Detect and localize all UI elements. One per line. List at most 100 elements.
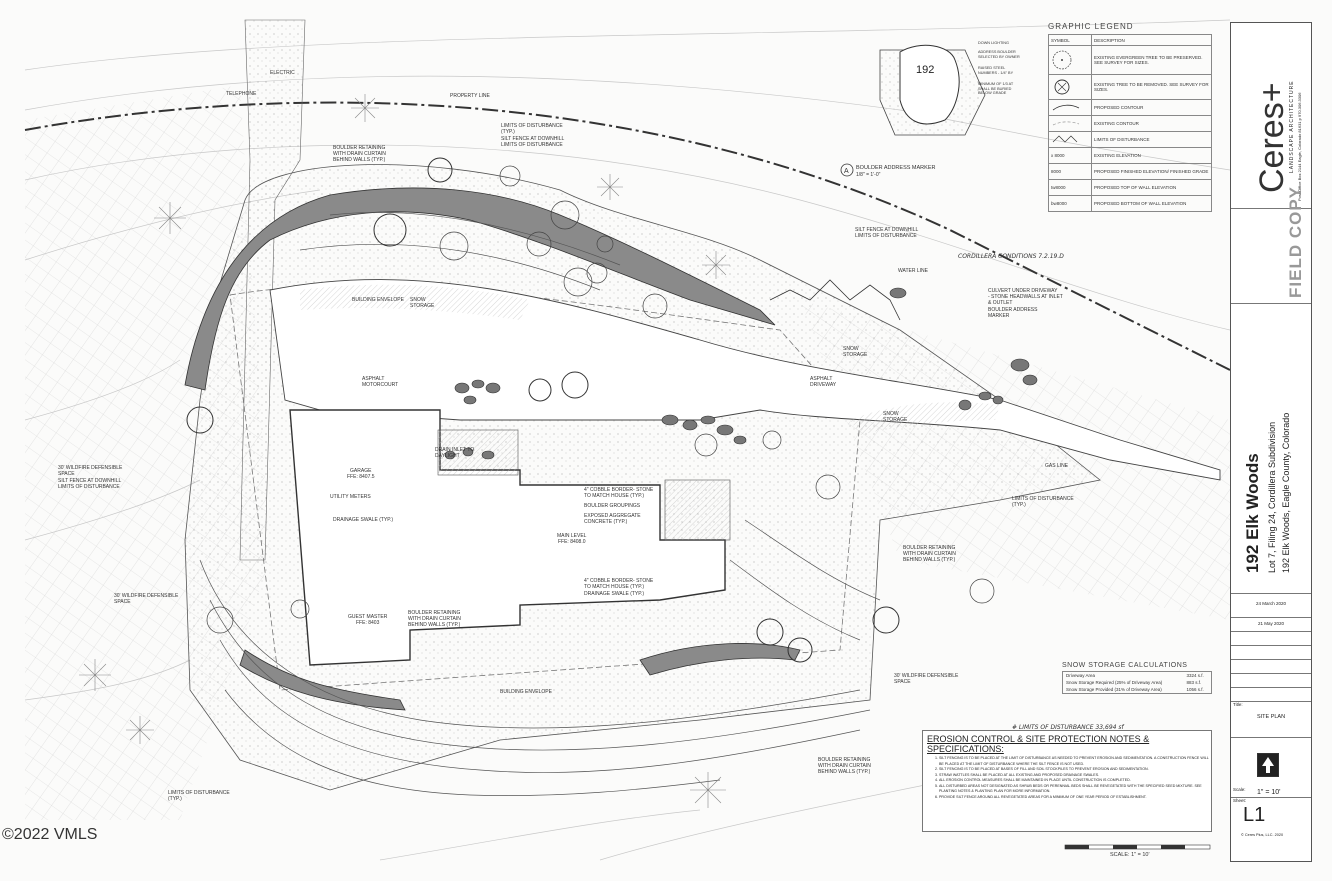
label-main-level: MAIN LEVEL FFE: 8408.0	[557, 533, 587, 545]
project-location: 192 Elk Woods, Eagle County, Colorado	[1281, 412, 1291, 573]
label-snow-storage-2: SNOW STORAGE	[843, 346, 868, 358]
existing-evergreens	[79, 94, 730, 808]
label-exposed-agg: EXPOSED AGGREGATE CONCRETE (TYP.)	[584, 513, 641, 525]
sheet-number-row: Sheet: L1 © Ceres Plus, LLC. 2020	[1231, 797, 1311, 861]
legend-row: EXISTING TREE TO BE REMOVED. SEE SURVEY …	[1048, 74, 1212, 100]
erosion-item: ALL EROSION CONTROL MEASURES SHALL BE MA…	[939, 778, 1211, 784]
label-silt-fence-2: SILT FENCE AT DOWNHILL LIMITS OF DISTURB…	[855, 227, 919, 239]
label-limits-3: LIMITS OF DISTURBANCE (TYP.)	[168, 790, 230, 802]
hand-note-disturbance: # LIMITS OF DISTURBANCE 33,694 sf	[1012, 724, 1124, 731]
label-wildfire-2: 30' WILDFIRE DEFENSIBLE SPACE	[114, 593, 179, 605]
snow-value: 1056 s.f.	[1186, 687, 1204, 692]
legend-col-symbol: SYMBOL	[1048, 34, 1092, 46]
label-asphalt-drive: ASPHALT DRIVEWAY	[810, 376, 837, 388]
erosion-control-notes: EROSION CONTROL & SITE PROTECTION NOTES …	[922, 730, 1212, 832]
legend-symbol: tw8000	[1048, 179, 1092, 196]
legend-symbol: 8000	[1048, 163, 1092, 180]
label-silt-fence-1: SILT FENCE AT DOWNHILL LIMITS OF DISTURB…	[501, 136, 565, 148]
revision-row	[1231, 659, 1311, 674]
erosion-item: SILT FENCING IS TO BE PLACED AT THE LIMI…	[939, 756, 1211, 767]
date-row-1: 24 March 2020	[1231, 593, 1311, 618]
existing-contour-icon	[1048, 115, 1092, 132]
erosion-item: STRAW WATTLES SHALL BE PLACED AT ALL EXI…	[939, 773, 1211, 779]
north-arrow-row: Scale: 1" = 10'	[1231, 737, 1311, 798]
legend-desc: LIMITS OF DISTURBANCE	[1091, 131, 1212, 148]
legend-desc: EXISTING ELEVATION	[1091, 147, 1212, 164]
legend-desc: EXISTING EVERGREEN TREE TO BE PRESERVED.…	[1091, 45, 1212, 75]
boulder-marker-detail: A	[840, 44, 986, 177]
scale-bar-graphic	[1064, 844, 1211, 850]
copyright: © Ceres Plus, LLC. 2020	[1241, 833, 1284, 837]
erosion-item: PROVIDE SILT FENCE AROUND ALL REVEGETATE…	[939, 795, 1211, 801]
disturbance-limit-line	[769, 279, 901, 321]
label-boulder-retaining-2: BOULDER RETAINING WITH DRAIN CURTAIN BEH…	[408, 610, 461, 628]
title-block: Ceres+ LANDSCAPE ARCHITECTURE Post Offic…	[1230, 22, 1312, 862]
snow-label: Snow Storage Provided (31% of Driveway A…	[1066, 687, 1162, 692]
label-building-envelope-2: BUILDING ENVELOPE	[500, 689, 552, 695]
legend-symbol: bw8000	[1048, 195, 1092, 212]
label-guest-master: GUEST MASTER FFE: 8403	[348, 614, 388, 626]
site-plan-drawing: A	[24, 19, 1230, 861]
legend-desc: PROPOSED BOTTOM OF WALL ELEVATION	[1091, 195, 1212, 212]
firm-panel: Ceres+ LANDSCAPE ARCHITECTURE Post Offic…	[1231, 23, 1311, 209]
revision-row	[1231, 673, 1311, 688]
snow-row: Snow Storage Provided (31% of Driveway A…	[1063, 686, 1212, 694]
project-panel: 192 Elk Woods Lot 7, Filing 24, Cordille…	[1231, 303, 1311, 594]
scale-label: Scale:	[1233, 787, 1246, 792]
snow-label: Snow Storage Required (25% of Driveway A…	[1066, 680, 1163, 685]
label-wildfire-3: 30' WILDFIRE DEFENSIBLE SPACE	[894, 673, 959, 685]
label-water-line: WATER LINE	[898, 268, 929, 274]
legend-desc: EXISTING CONTOUR	[1091, 115, 1212, 132]
label-snow-storage-3: SNOW STORAGE	[883, 411, 908, 423]
snow-row: Snow Storage Required (25% of Driveway A…	[1063, 679, 1212, 686]
erosion-item: SILT FENCING IS TO BE PLACED AT BASES OF…	[939, 767, 1211, 773]
legend-row: PROPOSED CONTOUR	[1048, 99, 1212, 116]
snow-storage-hatch-1	[300, 284, 530, 320]
legend-desc: PROPOSED TOP OF WALL ELEVATION	[1091, 179, 1212, 196]
label-gas-line: GAS LINE	[1045, 463, 1069, 469]
label-drain-inlet: DRAIN INLET TO DAYLIGHT	[435, 447, 475, 459]
date-row-2: 21 May 2020	[1231, 617, 1311, 632]
label-boulder-retaining-1: BOULDER RETAINING WITH DRAIN CURTAIN BEH…	[333, 145, 386, 163]
legend-row: x 8000 EXISTING ELEVATION	[1048, 147, 1212, 164]
boulder-marker-note-4: MINIMUM OF 1/3 AT SHALL BE BURIED BELOW …	[978, 82, 1014, 95]
label-cobble-border: 4" COBBLE BORDER- STONE TO MATCH HOUSE (…	[584, 487, 654, 499]
sheet-scale: 1" = 10'	[1257, 789, 1281, 796]
label-boulder-retaining-4: BOULDER RETAINING WITH DRAIN CURTAIN BEH…	[903, 545, 956, 563]
boulder-marker-scale: 1/8" = 1'-0"	[856, 172, 881, 178]
sheet-label: Sheet:	[1233, 798, 1247, 803]
boulder-marker-note-2: ADDRESS BOULDER SELECTED BY OWNER	[978, 50, 1020, 59]
label-utility-meters: UTILITY METERS	[330, 494, 371, 500]
snow-storage-title: SNOW STORAGE CALCULATIONS	[1062, 662, 1188, 669]
existing-contours	[24, 19, 1230, 861]
sheet-title: SITE PLAN	[1256, 714, 1286, 720]
label-garage: GARAGE FFE: 8407.5	[347, 468, 375, 480]
label-limits-2: LIMITS OF DISTURBANCE (TYP.)	[1012, 496, 1074, 508]
date-2: 21 May 2020	[1257, 621, 1285, 626]
label-limits-1: LIMITS OF DISTURBANCE (TYP.)	[501, 123, 563, 135]
erosion-list: SILT FENCING IS TO BE PLACED AT THE LIMI…	[923, 756, 1211, 800]
label-snow-storage-1: SNOW STORAGE	[410, 297, 435, 309]
boulder-marker-note-1: DOWN LIGHTING	[978, 41, 1010, 45]
label-drainage-swale: DRAINAGE SWALE (TYP.)	[584, 591, 645, 597]
proposed-contour-icon	[1048, 99, 1092, 116]
legend-desc: PROPOSED FINISHED ELEVATION/ FINISHED GR…	[1091, 163, 1212, 180]
label-property-line: PROPERTY LINE	[450, 93, 490, 99]
boulder-marker-note-3: RAISED STEEL NUMBERS - 1/4" BY	[978, 66, 1014, 75]
legend-row: 8000 PROPOSED FINISHED ELEVATION/ FINISH…	[1048, 163, 1212, 180]
label-silt-fence-3: SILT FENCE AT DOWNHILL LIMITS OF DISTURB…	[58, 478, 122, 490]
firm-sub: LANDSCAPE ARCHITECTURE	[1289, 80, 1295, 173]
proposed-contours	[199, 212, 881, 796]
removed-trees	[186, 157, 900, 663]
label-boulder-groupings: BOULDER GROUPINGS	[584, 503, 641, 509]
firm-logo: Ceres+	[1253, 82, 1291, 193]
scale-bar-label: SCALE: 1" = 10'	[1110, 852, 1150, 858]
label-wildfire-1: 30' WILDFIRE DEFENSIBLE SPACE	[58, 465, 123, 477]
title-label: Title:	[1233, 702, 1243, 707]
legend-row: EXISTING EVERGREEN TREE TO BE PRESERVED.…	[1048, 45, 1212, 75]
disturbance-limit-icon	[1048, 131, 1092, 148]
